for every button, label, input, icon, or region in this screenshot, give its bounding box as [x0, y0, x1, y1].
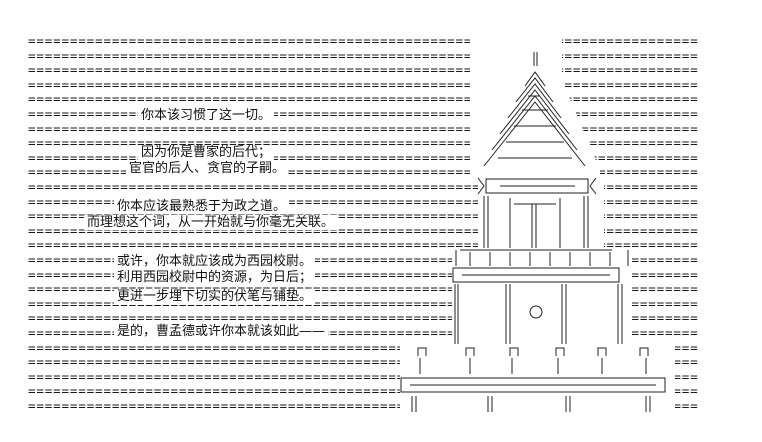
caption-line-2: 因为你是曹家的后代；	[138, 145, 275, 160]
caption-line-4: 你本应该最熟悉于为政之道。	[114, 199, 290, 214]
caption-line-3: 宦官的后人、贪官的子嗣。	[126, 161, 289, 176]
tower-outline	[400, 52, 666, 412]
tower-whitespace	[400, 36, 675, 442]
caption-line-5: 而理想这个词，从一开始就与你毫无关联。	[84, 215, 338, 230]
caption-line-8: 更进一步埋下切实的伏笔与铺垫。	[114, 289, 316, 304]
caption-line-6: 或许，你本就应该成为西园校尉。	[114, 254, 316, 269]
caption-line-1: 你本该习惯了这一切。	[138, 108, 275, 123]
caption-line-9: 是的，曹孟德或许你本就该如此——	[114, 324, 329, 339]
caption-line-7: 利用西园校尉中的资源，为日后；	[114, 270, 316, 285]
